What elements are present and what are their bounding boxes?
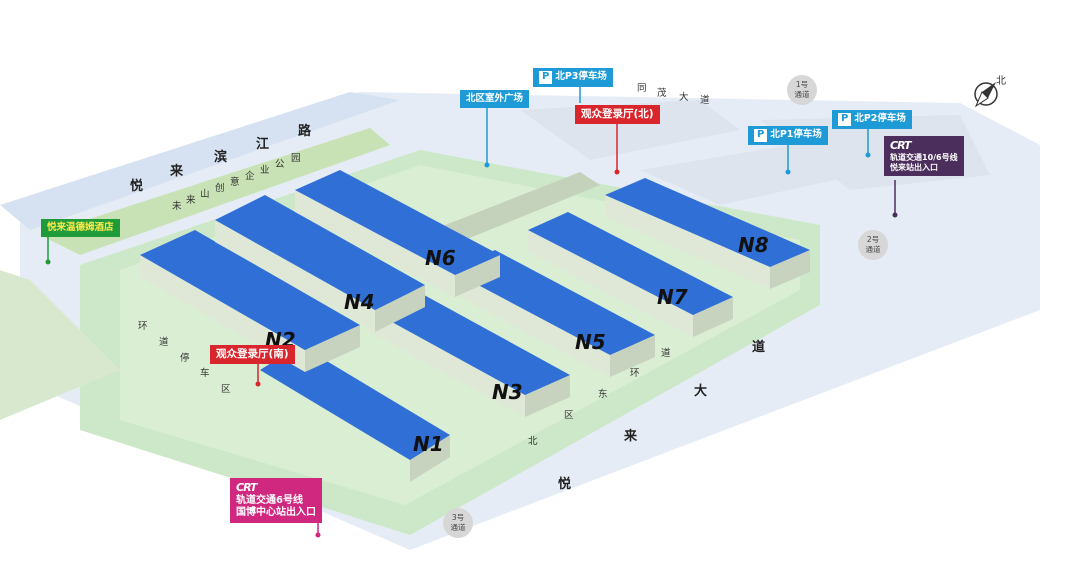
ring-w-3: 停 [180,353,190,364]
hall-n7-roof[interactable] [528,212,733,315]
west-road [0,270,120,420]
hall-n8-roof[interactable] [605,178,810,267]
north-road-band [0,92,400,230]
ring-w-5: 区 [221,384,231,395]
hall-label-n6[interactable]: N6 [425,246,456,270]
park-4: 创 [215,183,225,194]
label-metro-yuelai[interactable]: CRT 轨道交通10/6号线 悦来站出入口 [884,136,964,176]
hall-label-n3[interactable]: N3 [492,380,523,404]
metro-logo-icon: CRT [890,139,912,152]
hall-n7-endwall [693,297,733,337]
park-5: 意 [230,177,240,188]
park-7: 业 [260,165,270,176]
road-south-3: 大 [694,384,708,399]
ring-e-5: 道 [661,348,671,359]
hall-n6-wall [295,190,455,297]
hall-n4-wall [215,220,375,332]
hall-n4-roof[interactable] [215,195,425,310]
metro-logo-icon: CRT [236,481,258,494]
road-north-1: 悦 [130,179,144,194]
park-3: 山 [200,189,210,200]
hall-n6-endwall [455,255,500,297]
hall-n8-endwall [770,250,810,289]
road-south-1: 悦 [558,477,572,492]
label-north-plaza[interactable]: 北区室外广场 [460,90,530,108]
road-north-4: 江 [256,137,270,152]
hall-n8-wall [605,195,770,289]
park-8: 公 [275,159,285,170]
hall-n5-wall [450,270,610,377]
hall-label-n5[interactable]: N5 [575,330,606,354]
parking-icon: P [539,71,553,84]
ring-e-3: 东 [598,389,608,400]
park-1: 未 [172,201,182,212]
park-2: 来 [186,195,196,206]
corridor [420,172,600,250]
compass-north-label: 北 [996,76,1006,87]
hall-n3-wall [370,310,525,417]
road-tongmao-2: 茂 [657,88,667,99]
hall-n4-endwall [375,285,425,332]
hall-n1-endwall [410,435,450,482]
road-north-2: 来 [170,164,184,179]
hall-n2-endwall [305,325,360,372]
road-north-5: 路 [298,124,312,139]
ring-e-1: 北 [528,436,538,447]
parking-icon: P [838,113,852,126]
hall-n2-wall [140,255,305,372]
ring-w-1: 环 [138,321,148,332]
road-tongmao-4: 道 [700,95,710,106]
road-tongmao-3: 大 [679,92,689,103]
label-metro-guobo[interactable]: CRT 轨道交通6号线 国博中心站出入口 [230,478,322,523]
ring-w-2: 道 [159,337,169,348]
hall-n5-roof[interactable] [450,250,655,355]
road-north-3: 滨 [214,150,228,165]
park-strip [40,128,390,255]
halls-layer [140,170,810,482]
compass: 北 [970,76,1010,110]
compass-icon [974,82,998,108]
road-tongmao-1: 同 [637,83,647,94]
hall-n3-endwall [525,375,570,417]
gate-3[interactable]: 3号通道 [443,508,473,538]
gate-2[interactable]: 2号通道 [858,230,888,260]
gate-1[interactable]: 1号通道 [787,75,817,105]
hall-n3-roof[interactable] [370,290,570,395]
label-hall-north[interactable]: 观众登录厅(北) [575,105,660,125]
hall-label-n8[interactable]: N8 [738,233,769,257]
parking-icon: P [754,129,768,142]
road-south-2: 来 [624,429,638,444]
park-6: 企 [245,171,255,182]
hall-label-n4[interactable]: N4 [344,290,375,314]
road-south-4: 道 [752,340,766,355]
park-9: 园 [291,153,301,164]
hall-label-n7[interactable]: N7 [657,285,688,309]
ring-e-2: 区 [564,410,574,421]
hall-n7-wall [528,230,693,337]
ring-w-4: 车 [200,368,210,379]
label-hotel[interactable]: 悦来温德姆酒店 [41,219,120,237]
hall-label-n1[interactable]: N1 [413,432,444,456]
hall-n6-roof[interactable] [295,170,500,275]
hall-n1-roof[interactable] [260,345,450,460]
hall-n5-endwall [610,335,655,377]
ring-e-4: 环 [630,368,640,379]
label-hall-south[interactable]: 观众登录厅(南) [210,345,295,365]
hall-n2-roof[interactable] [140,230,360,350]
